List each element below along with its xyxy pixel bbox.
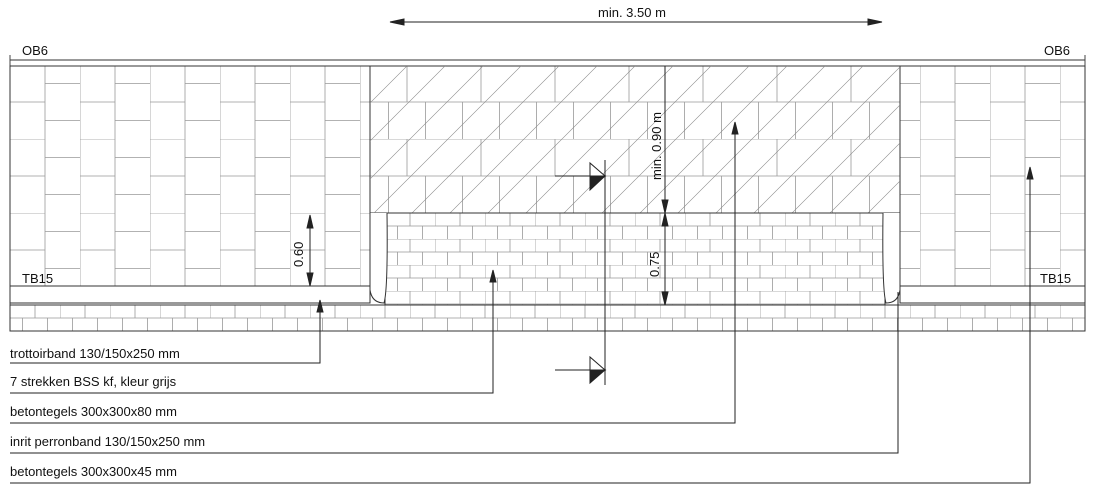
legend-item: betontegels 300x300x80 mm (10, 404, 177, 419)
depth-dimensions (306, 66, 669, 306)
width-label: min. 3.50 m (598, 5, 666, 20)
hatched-depth-label: min. 0.90 m (649, 112, 664, 180)
width-dimension (389, 18, 883, 26)
curb-left (9, 285, 371, 304)
tiles-right (899, 65, 1086, 287)
bottom-bricks (9, 304, 1086, 332)
legend-item: 7 strekken BSS kf, kleur grijs (10, 374, 177, 389)
curb-right (899, 285, 1086, 304)
left-depth-label: 0.60 (291, 241, 306, 267)
entry-curb-left (369, 212, 388, 304)
tb15-right: TB15 (1040, 271, 1072, 286)
section-marker (555, 160, 607, 385)
tb15-left: TB15 (22, 271, 54, 286)
legend-item: trottoirband 130/150x250 mm (10, 346, 180, 361)
entry-curb-right (882, 212, 901, 304)
tiles-left (9, 65, 371, 287)
legend-item: betontegels 300x300x45 mm (10, 464, 177, 479)
brick-depth-label: 0.75 (647, 251, 662, 277)
leader-lines (10, 121, 1034, 484)
hatching (370, 66, 900, 213)
legend-item: inrit perronband 130/150x250 mm (10, 434, 206, 449)
ob6-right: OB6 (1044, 43, 1071, 58)
bss-bricks (384, 212, 886, 306)
ob6-left: OB6 (22, 43, 49, 58)
